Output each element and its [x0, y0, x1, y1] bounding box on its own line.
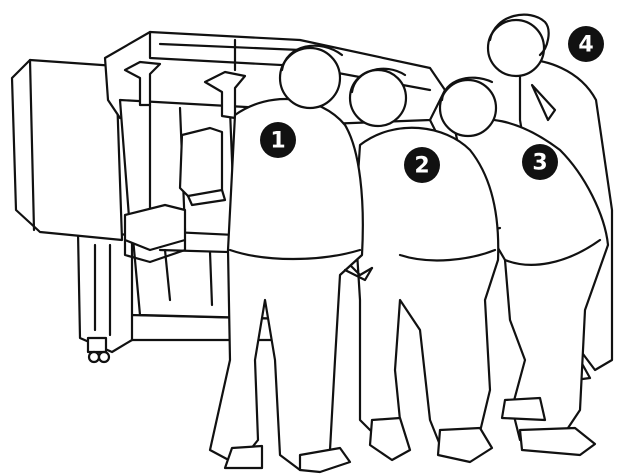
caster-wheel [88, 338, 109, 362]
person-2-left-shoe [370, 418, 410, 460]
badge-3-label: 3 [532, 151, 547, 176]
badge-2: 2 [404, 147, 440, 183]
person-3-left-shoe [502, 398, 545, 420]
badge-2-label: 2 [414, 154, 429, 179]
person-3-right-shoe [520, 428, 595, 455]
ink-block [180, 128, 222, 196]
badge-1: 1 [260, 122, 296, 158]
printer-side-panel [12, 60, 122, 240]
badge-3: 3 [522, 144, 558, 180]
front-ledge [125, 205, 185, 250]
person-1-left-shoe [225, 446, 262, 468]
badge-4-label: 4 [578, 33, 593, 58]
badge-1-label: 1 [270, 129, 285, 154]
person-2-right-shoe [438, 428, 492, 462]
badge-4: 4 [568, 26, 604, 62]
